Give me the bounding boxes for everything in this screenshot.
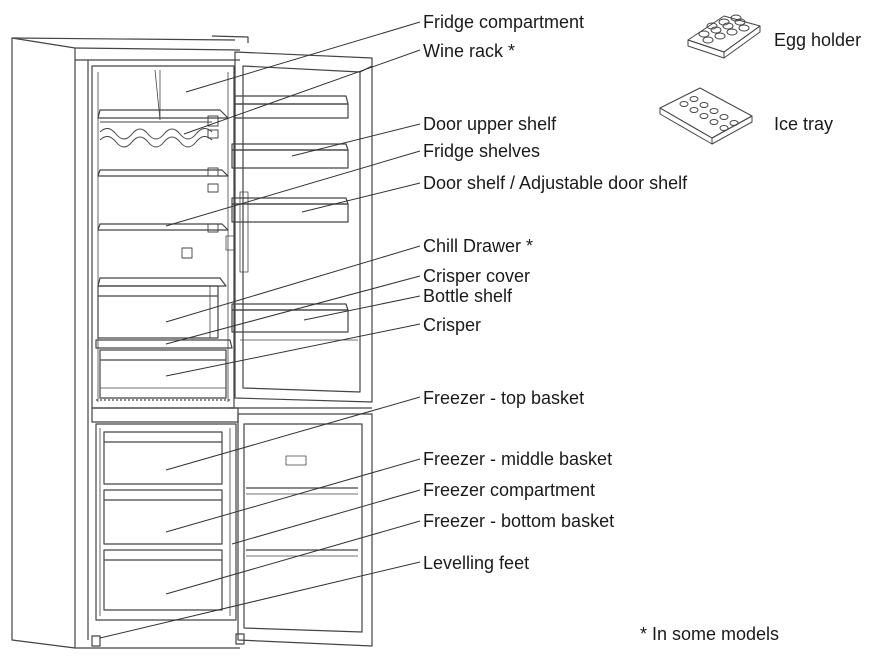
label-wine-rack: Wine rack * — [423, 41, 516, 61]
leader-lines — [99, 21, 421, 639]
label-egg-holder: Egg holder — [774, 30, 862, 50]
label-fridge-compartment: Fridge compartment — [423, 12, 585, 32]
wine-rack-drawing — [99, 115, 219, 148]
fridge-door-drawing — [225, 51, 373, 403]
cabinet-outline — [11, 35, 249, 649]
chill-drawer-drawing — [97, 285, 219, 339]
label-freezer-middle-basket: Freezer - middle basket — [423, 449, 613, 469]
crisper-drawing — [99, 349, 227, 399]
label-crisper: Crisper — [423, 315, 482, 335]
freezer-baskets-drawing — [103, 431, 223, 611]
label-chill-drawer: Chill Drawer * — [423, 236, 534, 256]
footnote: * In some models — [640, 624, 780, 644]
crisper-cover-drawing — [95, 339, 233, 349]
shelf-clips — [181, 167, 219, 259]
label-fridge-shelves: Fridge shelves — [423, 141, 541, 161]
freezer-door-drawing — [229, 407, 373, 647]
egg-holder-drawing — [687, 14, 761, 59]
label-ice-tray: Ice tray — [774, 114, 834, 134]
ice-tray-drawing — [659, 87, 753, 145]
label-bottle-shelf: Bottle shelf — [423, 286, 513, 306]
label-crisper-cover: Crisper cover — [423, 266, 531, 286]
label-freezer-bottom-basket: Freezer - bottom basket — [423, 511, 615, 531]
label-levelling-feet: Levelling feet — [423, 553, 530, 573]
label-freezer-top-basket: Freezer - top basket — [423, 388, 585, 408]
label-freezer-compartment: Freezer compartment — [423, 480, 596, 500]
label-door-shelf: Door shelf / Adjustable door shelf — [423, 173, 688, 193]
label-door-upper-shelf: Door upper shelf — [423, 114, 557, 134]
levelling-feet-drawing — [91, 633, 245, 647]
